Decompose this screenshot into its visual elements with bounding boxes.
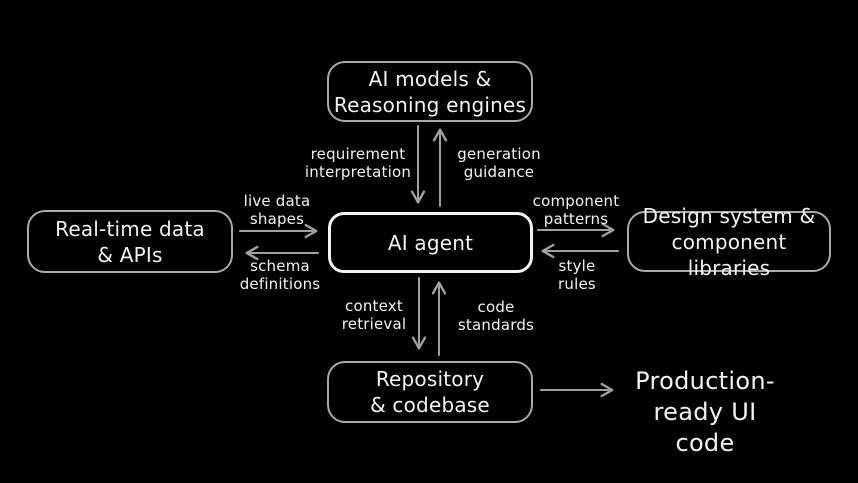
node-ai-agent: AI agent <box>328 212 533 273</box>
node-repository-codebase: Repository & codebase <box>327 361 533 423</box>
edge-label-code-standards: code standards <box>457 298 535 334</box>
edge-label-requirement-interpretation: requirement interpretation <box>304 145 412 181</box>
edge-label-context-retrieval: context retrieval <box>341 297 407 333</box>
node-design-system-component-libraries: Design system & component libraries <box>627 204 831 280</box>
edge-label-component-patterns: component patterns <box>532 192 620 228</box>
edge-label-schema-definitions: schema definitions <box>239 257 321 293</box>
edge-label-style-rules: style rules <box>558 257 596 293</box>
node-ai-models-reasoning-engines: AI models & Reasoning engines <box>327 61 533 122</box>
production-ready-ui-code-text: Production- ready UI code <box>635 367 775 458</box>
edge-label-live-data-shapes: live data shapes <box>243 192 311 228</box>
edge-label-generation-guidance: generation guidance <box>457 145 541 181</box>
node-realtime-data-apis: Real-time data & APIs <box>27 210 233 273</box>
